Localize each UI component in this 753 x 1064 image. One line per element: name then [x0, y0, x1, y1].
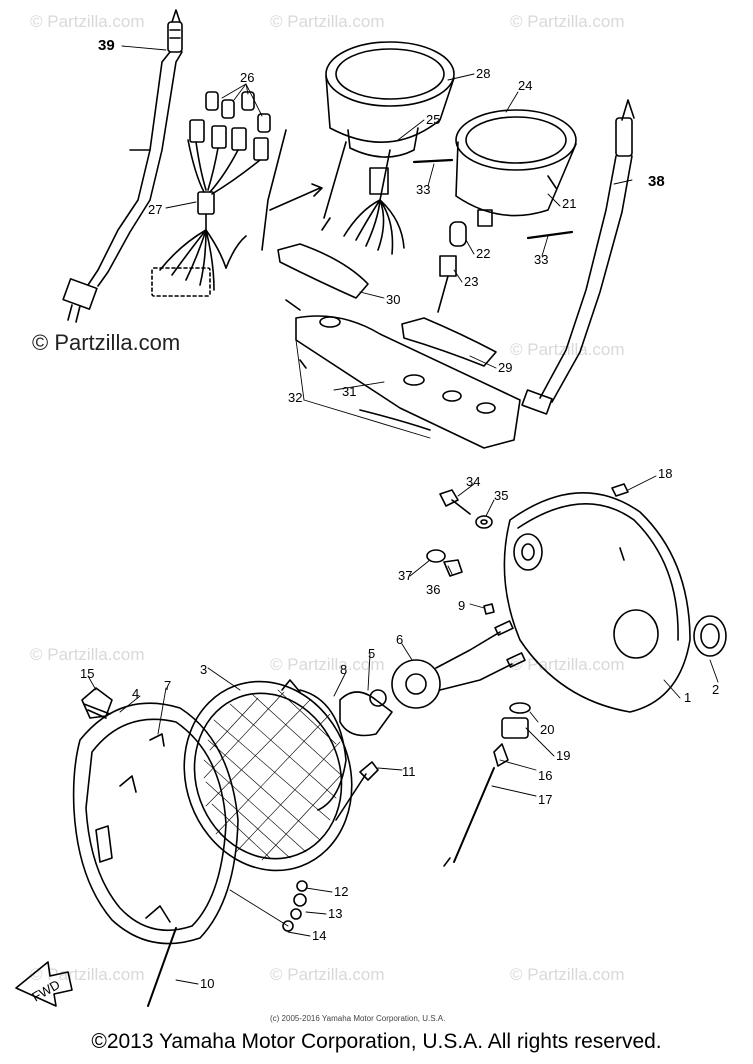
tachometer	[321, 41, 455, 255]
part-label: 31	[342, 384, 356, 399]
part-label: 1	[684, 690, 691, 705]
watermark-text: © Partzilla.com	[30, 645, 145, 664]
part-label: 28	[476, 66, 490, 81]
part-label: 6	[396, 632, 403, 647]
part-label: 35	[494, 488, 508, 503]
screw	[412, 158, 454, 164]
bulb-socket	[391, 620, 526, 709]
part-label: 15	[80, 666, 94, 681]
part-label: 13	[328, 906, 342, 921]
part-label: 19	[556, 748, 570, 763]
wire-harness	[151, 91, 271, 297]
watermark-text: © Partzilla.com	[510, 655, 625, 674]
part-label: 9	[458, 598, 465, 613]
part-label: 4	[132, 686, 139, 701]
part-label: 36	[426, 582, 440, 597]
screw	[526, 230, 574, 240]
headlight-rim	[72, 687, 239, 945]
part-label: 14	[312, 928, 326, 943]
bracket-bolts	[443, 702, 531, 867]
part-label: 38	[648, 173, 665, 190]
watermark-main: © Partzilla.com	[32, 330, 181, 355]
arrow-line	[269, 187, 321, 211]
part-label: 29	[498, 360, 512, 375]
arrow-head	[311, 183, 323, 197]
mounting-bolts	[426, 489, 495, 615]
headlight-housing	[503, 483, 727, 713]
copyright-small: (c) 2005-2016 Yamaha Motor Corporation, …	[270, 1014, 446, 1023]
watermark-text: © Partzilla.com	[510, 12, 625, 31]
small-nuts	[282, 880, 308, 932]
watermark-text: © Partzilla.com	[30, 965, 145, 984]
fwd-label: FWD	[29, 977, 62, 1005]
part-label: 17	[538, 792, 552, 807]
speedometer-cable	[62, 9, 183, 323]
speedometer	[437, 109, 577, 313]
meter-brackets	[277, 243, 521, 449]
lens-pattern	[203, 689, 343, 861]
part-label: 25	[426, 112, 440, 127]
forward-arrow	[15, 961, 73, 1007]
tachometer-cable	[521, 99, 635, 415]
part-label: 3	[200, 662, 207, 677]
bracket-line	[261, 129, 287, 251]
watermark-text: © Partzilla.com	[270, 965, 385, 984]
part-number-labels: 1 2 3 4 5 6 7 8 9 10 11 12 13 14 15 16 1…	[80, 37, 719, 991]
watermark-text: © Partzilla.com	[270, 12, 385, 31]
part-label: 23	[464, 274, 478, 289]
part-label: 22	[476, 246, 490, 261]
leader-lines	[87, 45, 719, 985]
watermark-text: © Partzilla.com	[510, 340, 625, 359]
part-label: 24	[518, 78, 532, 93]
part-label: 11	[402, 764, 416, 779]
part-label: 20	[540, 722, 554, 737]
part-label: 16	[538, 768, 552, 783]
part-label: 33	[534, 252, 548, 267]
part-label: 10	[200, 976, 214, 991]
part-label: 30	[386, 292, 400, 307]
watermark-text: © Partzilla.com	[270, 655, 385, 674]
part-label: 12	[334, 884, 348, 899]
part-label: 21	[562, 196, 576, 211]
watermark-text: © Partzilla.com	[510, 965, 625, 984]
part-label: 5	[368, 646, 375, 661]
part-label: 34	[466, 474, 480, 489]
part-label: 33	[416, 182, 430, 197]
part-label: 39	[98, 37, 115, 54]
part-label: 2	[712, 682, 719, 697]
sealed-beam-unit	[183, 679, 379, 872]
headlight-bulb	[339, 689, 393, 737]
adjusting-screw	[147, 927, 177, 1007]
copyright-footer: ©2013 Yamaha Motor Corporation, U.S.A. A…	[91, 1030, 662, 1053]
part-label: 32	[288, 390, 302, 405]
part-label: 8	[340, 662, 347, 677]
part-label: 7	[164, 678, 171, 693]
part-label: 37	[398, 568, 412, 583]
part-label: 27	[148, 202, 162, 217]
watermark-text: © Partzilla.com	[30, 12, 145, 31]
part-label: 18	[658, 466, 672, 481]
part-label: 26	[240, 70, 254, 85]
